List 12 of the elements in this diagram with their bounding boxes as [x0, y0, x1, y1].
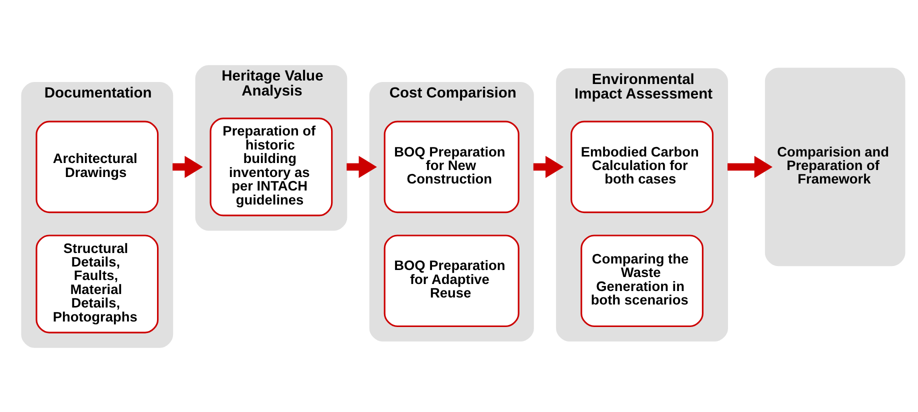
arrow — [533, 155, 564, 178]
node-box: Architectural Drawings — [36, 120, 159, 213]
node-box: Preparation of historic building inventory as per INTACH guidelines — [210, 117, 333, 216]
arrow — [346, 155, 377, 178]
node-box: Comparision and Preparation of Framework — [764, 67, 906, 266]
node-box: Structural Details, Faults, Material Details, Photographs — [36, 234, 159, 333]
node-box: Comparing the Waste Generation in both scenarios — [580, 234, 704, 327]
node-box: BOQ Preparation for Adaptive Reuse — [384, 234, 520, 327]
arrow — [172, 155, 203, 178]
arrow — [728, 155, 772, 178]
node-box: BOQ Preparation for New Construction — [384, 120, 520, 213]
node-box: Embodied Carbon Calculation for both cases — [570, 120, 714, 213]
